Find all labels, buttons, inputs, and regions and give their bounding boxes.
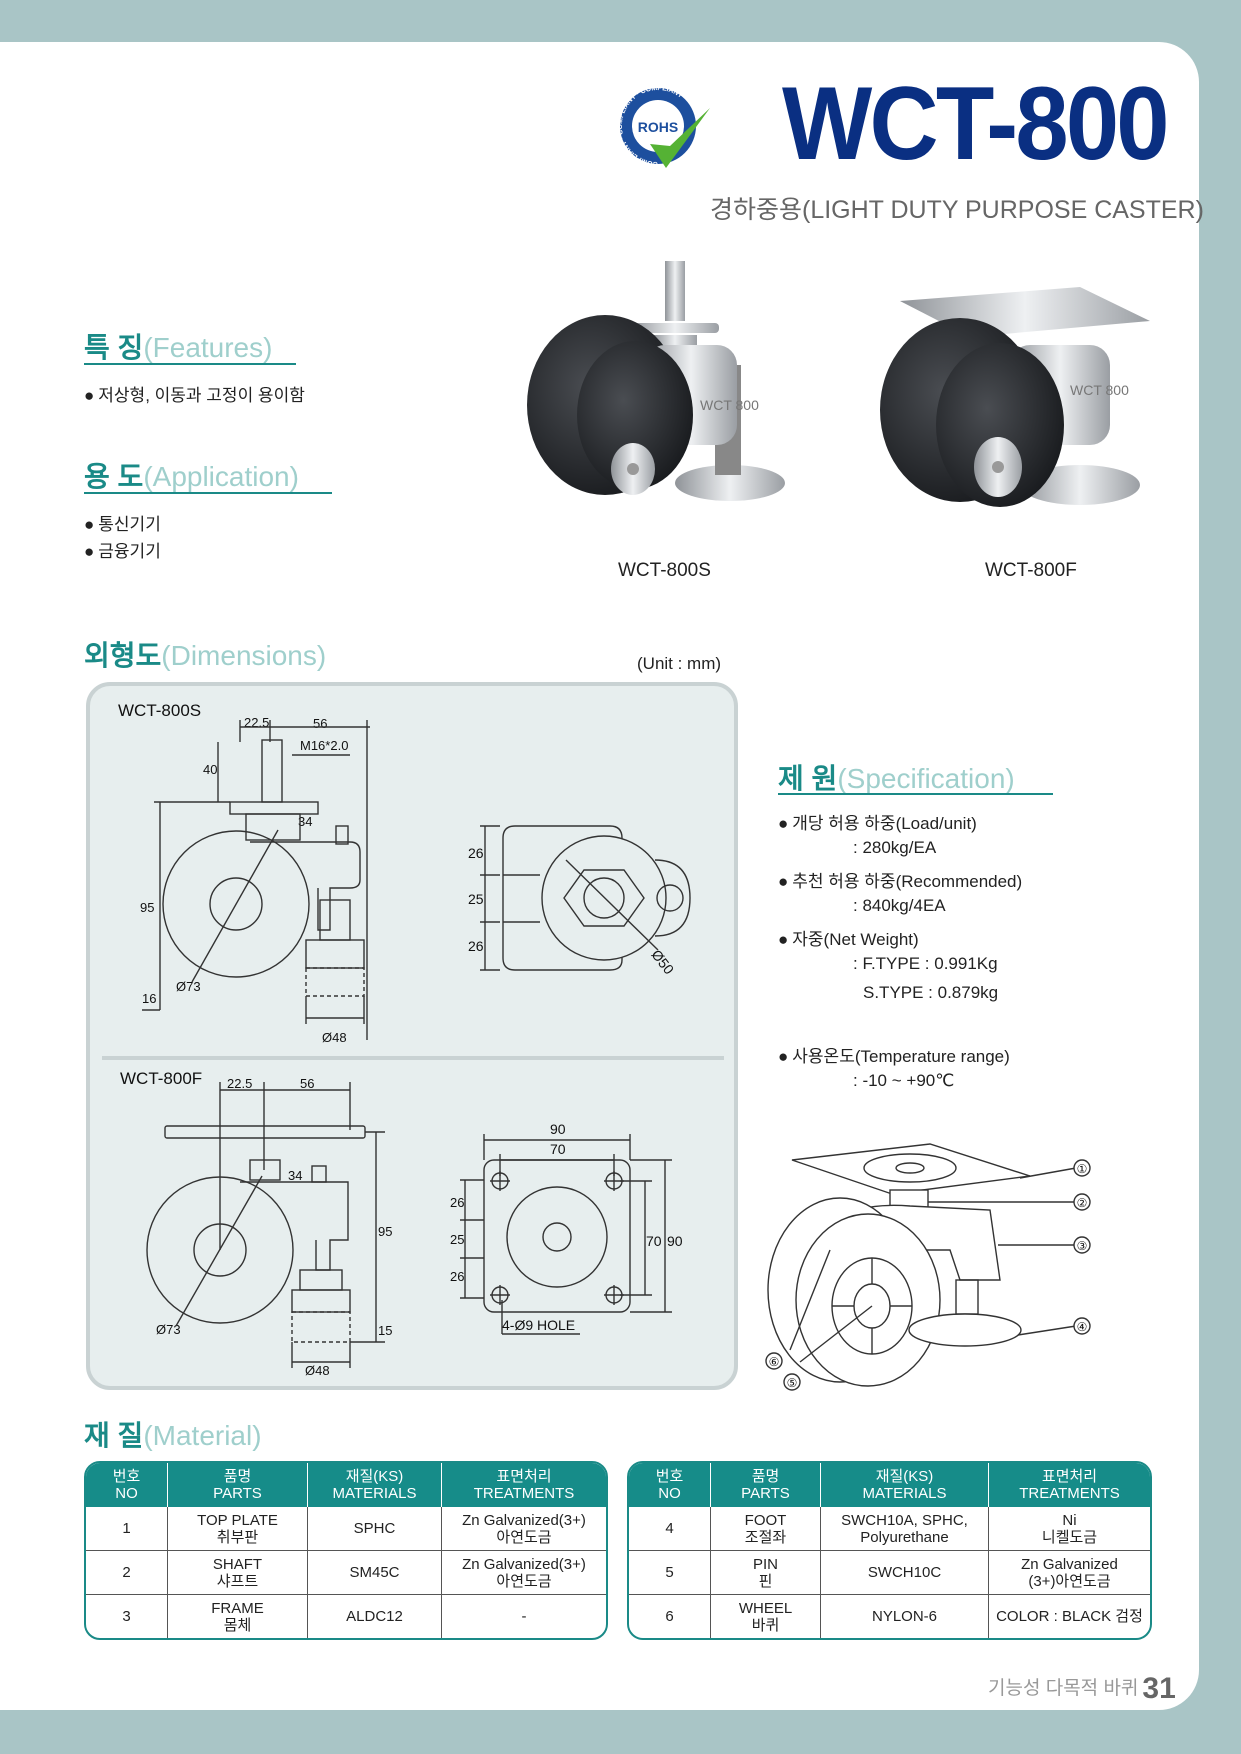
dim-text: 90 bbox=[667, 1233, 683, 1249]
drawing-label-f: WCT-800F bbox=[120, 1069, 202, 1088]
dim-text: 4-Ø9 HOLE bbox=[502, 1317, 575, 1333]
col-header-materials: 재질(KS)MATERIALS bbox=[821, 1463, 989, 1507]
dim-text: Ø73 bbox=[156, 1322, 181, 1337]
dim-text: 40 bbox=[203, 762, 217, 777]
application-item: 금융기기 bbox=[84, 537, 161, 562]
spec-recommended-value: : 840kg/4EA bbox=[853, 896, 946, 915]
callout-1: ① bbox=[1077, 1162, 1088, 1176]
dim-text: 25 bbox=[468, 891, 484, 907]
unit-label: (Unit : mm) bbox=[637, 654, 722, 673]
callout-2: ② bbox=[1077, 1196, 1088, 1210]
material-heading: 재 질(Material) bbox=[84, 1420, 262, 1451]
spec-recommended-label: 추천 허용 하중(Recommended) bbox=[778, 867, 1022, 892]
spec-weight-f: : F.TYPE : 0.991Kg bbox=[853, 954, 998, 973]
dim-text: Ø48 bbox=[322, 1030, 347, 1045]
dimension-drawings: WCT-800S 22.5 56 M16*2.0 40 34 95 Ø73 16… bbox=[118, 701, 691, 1378]
callout-4: ④ bbox=[1077, 1320, 1088, 1334]
dim-text: 56 bbox=[300, 1076, 314, 1091]
spec-weight-s: S.TYPE : 0.879kg bbox=[863, 983, 999, 1002]
dim-text: 26 bbox=[450, 1195, 464, 1210]
page-subtitle: 경하중용(LIGHT DUTY PURPOSE CASTER) bbox=[710, 196, 1204, 224]
dim-text: 26 bbox=[450, 1269, 464, 1284]
product-caption-wct-800s: WCT-800S bbox=[618, 560, 711, 581]
col-header-materials: 재질(KS)MATERIALS bbox=[308, 1463, 442, 1507]
dim-text: 15 bbox=[378, 1323, 392, 1338]
dim-text: 25 bbox=[450, 1232, 464, 1247]
spec-weight-label: 자중(Net Weight) bbox=[778, 925, 918, 950]
callout-6: ⑥ bbox=[769, 1355, 780, 1369]
product-caption-wct-800f: WCT-800F bbox=[985, 560, 1077, 581]
spec-temperature-label: 사용온도(Temperature range) bbox=[778, 1042, 1010, 1067]
dim-text: 22.5 bbox=[244, 715, 269, 730]
dim-text: 95 bbox=[378, 1224, 392, 1239]
feature-item: 저상형, 이동과 고정이 용이함 bbox=[84, 381, 305, 406]
parts-callout-diagram: ① ② ③ ④ ⑤ ⑥ bbox=[765, 1143, 1091, 1391]
rohs-badge-icon: COMPLIANT · COMPLIANT · COMPLIANT ROHS bbox=[617, 88, 710, 168]
dim-text: 34 bbox=[298, 814, 312, 829]
spec-load-value: : 280kg/EA bbox=[853, 838, 937, 857]
drawing-label-s: WCT-800S bbox=[118, 701, 201, 720]
page-number: 31 bbox=[1142, 1672, 1176, 1705]
dim-text: 26 bbox=[468, 938, 484, 954]
dim-text: 90 bbox=[550, 1121, 566, 1137]
dim-text: 95 bbox=[140, 900, 154, 915]
callout-5: ⑤ bbox=[787, 1376, 798, 1390]
features-underline bbox=[84, 363, 296, 365]
dim-text: Ø50 bbox=[648, 946, 677, 977]
features-heading: 특 징(Features) bbox=[84, 332, 273, 363]
application-item: 통신기기 bbox=[84, 510, 161, 535]
footer-text: 기능성 다목적 바퀴 bbox=[988, 1678, 1139, 1699]
rohs-label: ROHS bbox=[638, 119, 678, 135]
spec-load-label: 개당 허용 하중(Load/unit) bbox=[778, 809, 977, 834]
dim-text: Ø48 bbox=[305, 1363, 330, 1378]
page-title: WCT-800 bbox=[782, 66, 1170, 182]
specification-underline bbox=[778, 793, 1053, 795]
application-underline bbox=[84, 492, 332, 494]
specification-heading: 제 원(Specification) bbox=[778, 763, 1015, 794]
dim-text: 56 bbox=[313, 716, 327, 731]
product-photo-wct-800f: WCT 800 bbox=[880, 287, 1150, 507]
dimensions-heading: 외형도(Dimensions) bbox=[84, 640, 327, 671]
dim-text: 70 bbox=[646, 1233, 662, 1249]
spec-temperature-value: : -10 ~ +90℃ bbox=[853, 1071, 955, 1090]
plate-engraving: WCT 800 bbox=[1070, 382, 1129, 398]
dim-text: 26 bbox=[468, 845, 484, 861]
dim-text: M16*2.0 bbox=[300, 738, 348, 753]
dim-text: Ø73 bbox=[176, 979, 201, 994]
product-photo-wct-800s: WCT 800 bbox=[527, 261, 785, 501]
dim-text: 22.5 bbox=[227, 1076, 252, 1091]
dimensions-divider bbox=[102, 1056, 724, 1060]
dim-text: 70 bbox=[550, 1141, 566, 1157]
callout-3: ③ bbox=[1077, 1239, 1088, 1253]
plate-engraving: WCT 800 bbox=[700, 397, 759, 413]
dim-text: 34 bbox=[288, 1168, 302, 1183]
dim-text: 16 bbox=[142, 991, 156, 1006]
application-heading: 용 도(Application) bbox=[84, 461, 299, 492]
